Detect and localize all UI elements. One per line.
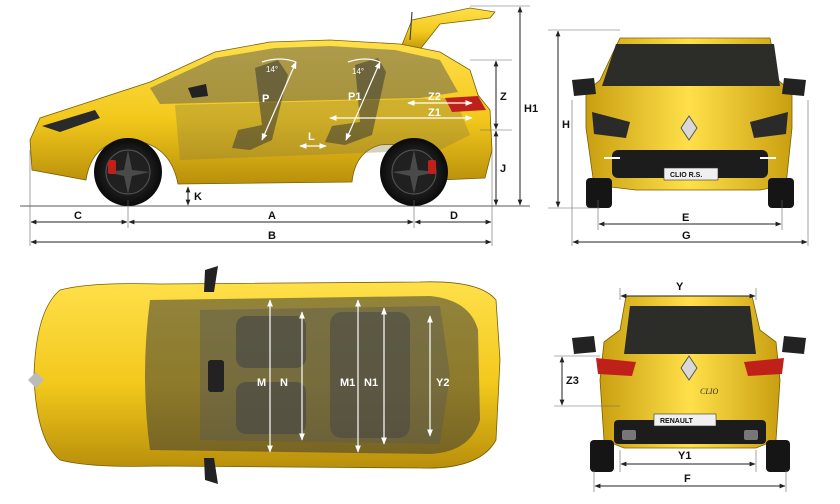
label-Z3: Z3 <box>566 375 579 387</box>
angle-arc-rear <box>347 58 381 63</box>
label-J: J <box>500 163 506 175</box>
label-N: N <box>280 377 288 389</box>
label-P: P <box>262 93 269 105</box>
label-P1: P1 <box>348 91 361 103</box>
label-H: H <box>562 119 570 131</box>
side-view: 14° 14° P P1 L Z1 Z2 C A D B K Z J H1 <box>20 5 538 246</box>
taillight-right <box>744 358 784 376</box>
renault-logo-rear <box>680 355 698 381</box>
renault-logo-top <box>28 372 44 388</box>
side-mirror <box>188 84 208 98</box>
label-N1: N1 <box>364 377 378 389</box>
top-front-seat-left <box>236 316 306 368</box>
rear-wheel <box>380 138 448 206</box>
label-Y1: Y1 <box>678 450 691 462</box>
label-A: A <box>268 210 276 222</box>
front-tyre-left <box>586 178 612 208</box>
taillight-left <box>596 358 636 376</box>
label-D: D <box>450 210 458 222</box>
label-Z: Z <box>500 91 507 103</box>
rear-window <box>624 306 756 354</box>
label-H1: H1 <box>524 103 538 115</box>
windshield <box>602 44 780 86</box>
rear-mirror-right <box>782 336 806 354</box>
angle-front-label: 14° <box>266 65 278 74</box>
angle-arc-front <box>261 58 297 63</box>
rear-model-script: CLIO <box>700 387 718 396</box>
exhaust-right <box>744 430 758 440</box>
headlight-right <box>750 112 788 138</box>
front-badge: CLIO R.S. <box>670 172 702 179</box>
front-wheel <box>94 138 162 206</box>
front-mirror-left <box>572 78 596 96</box>
label-E: E <box>682 212 689 224</box>
label-B: B <box>268 230 276 242</box>
top-mirror-right <box>204 458 218 484</box>
label-F: F <box>684 473 691 485</box>
top-console <box>208 360 224 392</box>
rear-badge: RENAULT <box>660 418 694 425</box>
top-rear-bench <box>330 312 410 438</box>
label-L: L <box>308 131 315 143</box>
rear-mirror-left <box>572 336 596 354</box>
dim-P <box>261 61 297 141</box>
open-tailgate <box>399 7 496 53</box>
side-headlight <box>42 110 100 132</box>
rear-view: CLIO RENAULT Y Z3 Y1 F <box>554 281 806 492</box>
headlight-left <box>592 112 630 138</box>
rear-diffuser <box>614 420 766 444</box>
exhaust-left <box>622 430 636 440</box>
rear-tyre-right <box>766 440 790 472</box>
antenna <box>409 11 413 41</box>
angle-rear-label: 14° <box>352 67 364 76</box>
front-tyre-right <box>768 178 794 208</box>
label-Y2: Y2 <box>436 377 449 389</box>
label-Z1: Z1 <box>428 107 441 119</box>
front-view: CLIO R.S. H E G <box>548 29 809 246</box>
rear-plate <box>653 413 717 427</box>
label-K: K <box>194 191 202 203</box>
label-G: G <box>682 230 691 242</box>
label-M1: M1 <box>340 377 355 389</box>
label-Z2: Z2 <box>428 91 441 103</box>
dim-P1 <box>345 61 381 141</box>
rear-tyre-left <box>590 440 614 472</box>
label-C: C <box>74 210 82 222</box>
label-Y: Y <box>676 281 684 293</box>
top-front-seat-right <box>236 382 306 434</box>
top-view: M N M1 N1 Y2 <box>28 266 501 484</box>
label-M: M <box>257 377 266 389</box>
renault-logo-front <box>680 115 698 141</box>
front-mirror-right <box>782 78 806 96</box>
top-mirror-left <box>204 266 218 292</box>
front-grille <box>612 150 768 178</box>
front-plate <box>663 167 719 181</box>
